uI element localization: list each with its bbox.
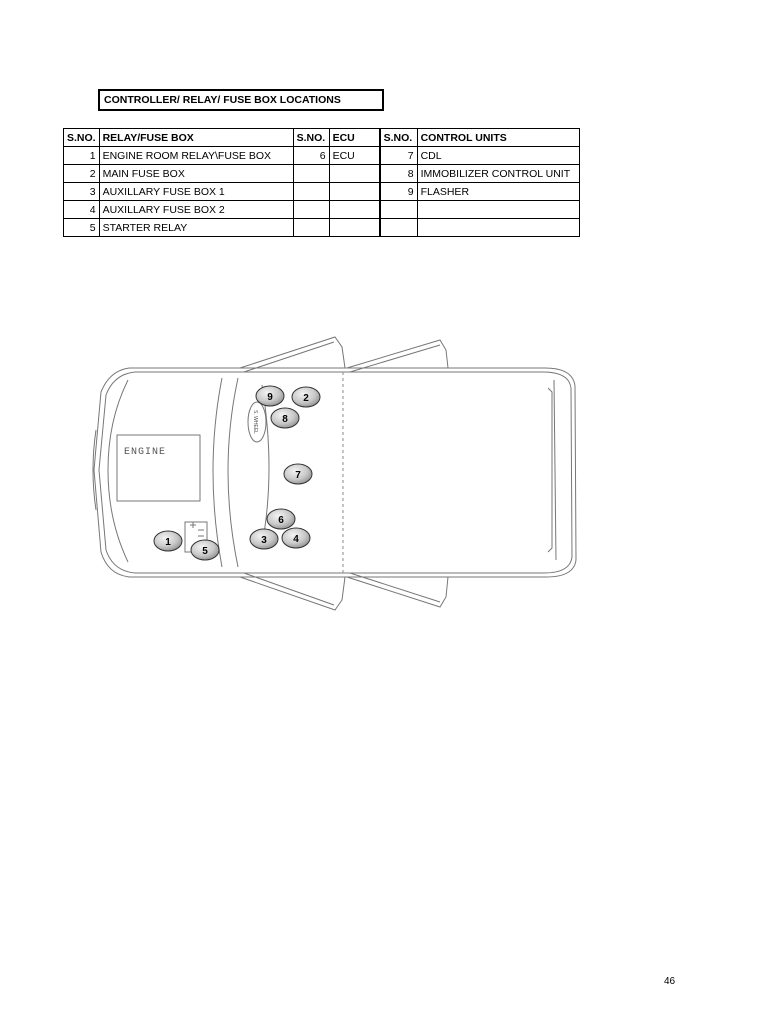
marker-5: 5 bbox=[190, 539, 220, 561]
table-cell bbox=[292, 218, 330, 237]
location-markers: 1 5 3 4 6 7 8 9 bbox=[153, 385, 321, 561]
marker-1: 1 bbox=[153, 530, 183, 552]
svg-text:1: 1 bbox=[165, 537, 171, 548]
marker-9: 9 bbox=[255, 385, 285, 407]
marker-2: 2 bbox=[291, 386, 321, 408]
table-row: 3 AUXILLARY FUSE BOX 1 9 FLASHER bbox=[63, 182, 580, 201]
marker-3: 3 bbox=[249, 528, 279, 550]
front-doors bbox=[239, 336, 346, 611]
steering-wheel-icon: S. WHEEL bbox=[247, 401, 267, 443]
engine-label: ENGINE bbox=[124, 447, 166, 458]
page-number: 46 bbox=[664, 976, 676, 987]
header-sno-1: S.NO. bbox=[63, 128, 100, 147]
table-cell: AUXILLARY FUSE BOX 1 bbox=[98, 182, 294, 201]
table-row: 5 STARTER RELAY bbox=[63, 218, 580, 237]
rear-doors bbox=[346, 339, 449, 608]
engine-box bbox=[116, 434, 201, 502]
table-header-row: S.NO. RELAY/FUSE BOX S.NO. ECU S.NO. CON… bbox=[63, 128, 580, 147]
marker-4: 4 bbox=[281, 527, 311, 549]
locations-table: S.NO. RELAY/FUSE BOX S.NO. ECU S.NO. CON… bbox=[63, 128, 580, 237]
marker-6: 6 bbox=[266, 508, 296, 530]
svg-text:8: 8 bbox=[282, 414, 288, 425]
svg-text:9: 9 bbox=[267, 392, 273, 403]
svg-text:6: 6 bbox=[278, 515, 284, 526]
svg-text:4: 4 bbox=[293, 534, 299, 545]
table-row: 2 MAIN FUSE BOX 8 IMMOBILIZER CONTROL UN… bbox=[63, 164, 580, 183]
table-cell: ENGINE ROOM RELAY\FUSE BOX bbox=[98, 146, 294, 165]
svg-text:3: 3 bbox=[261, 535, 267, 546]
car-body-outline bbox=[92, 367, 577, 578]
svg-text:5: 5 bbox=[202, 546, 208, 557]
svg-text:7: 7 bbox=[295, 470, 301, 481]
svg-text:S. WHEEL: S. WHEEL bbox=[252, 410, 258, 434]
header-sno-3: S.NO. bbox=[378, 128, 418, 147]
table-cell bbox=[416, 218, 580, 237]
table-cell: FLASHER bbox=[416, 182, 580, 201]
marker-7: 7 bbox=[283, 463, 313, 485]
table-row: 1 ENGINE ROOM RELAY\FUSE BOX 6 ECU 7 CDL bbox=[63, 146, 580, 165]
marker-8: 8 bbox=[270, 407, 300, 429]
section-title: CONTROLLER/ RELAY/ FUSE BOX LOCATIONS bbox=[98, 89, 384, 111]
table-cell: STARTER RELAY bbox=[98, 218, 294, 237]
svg-text:2: 2 bbox=[303, 393, 309, 404]
